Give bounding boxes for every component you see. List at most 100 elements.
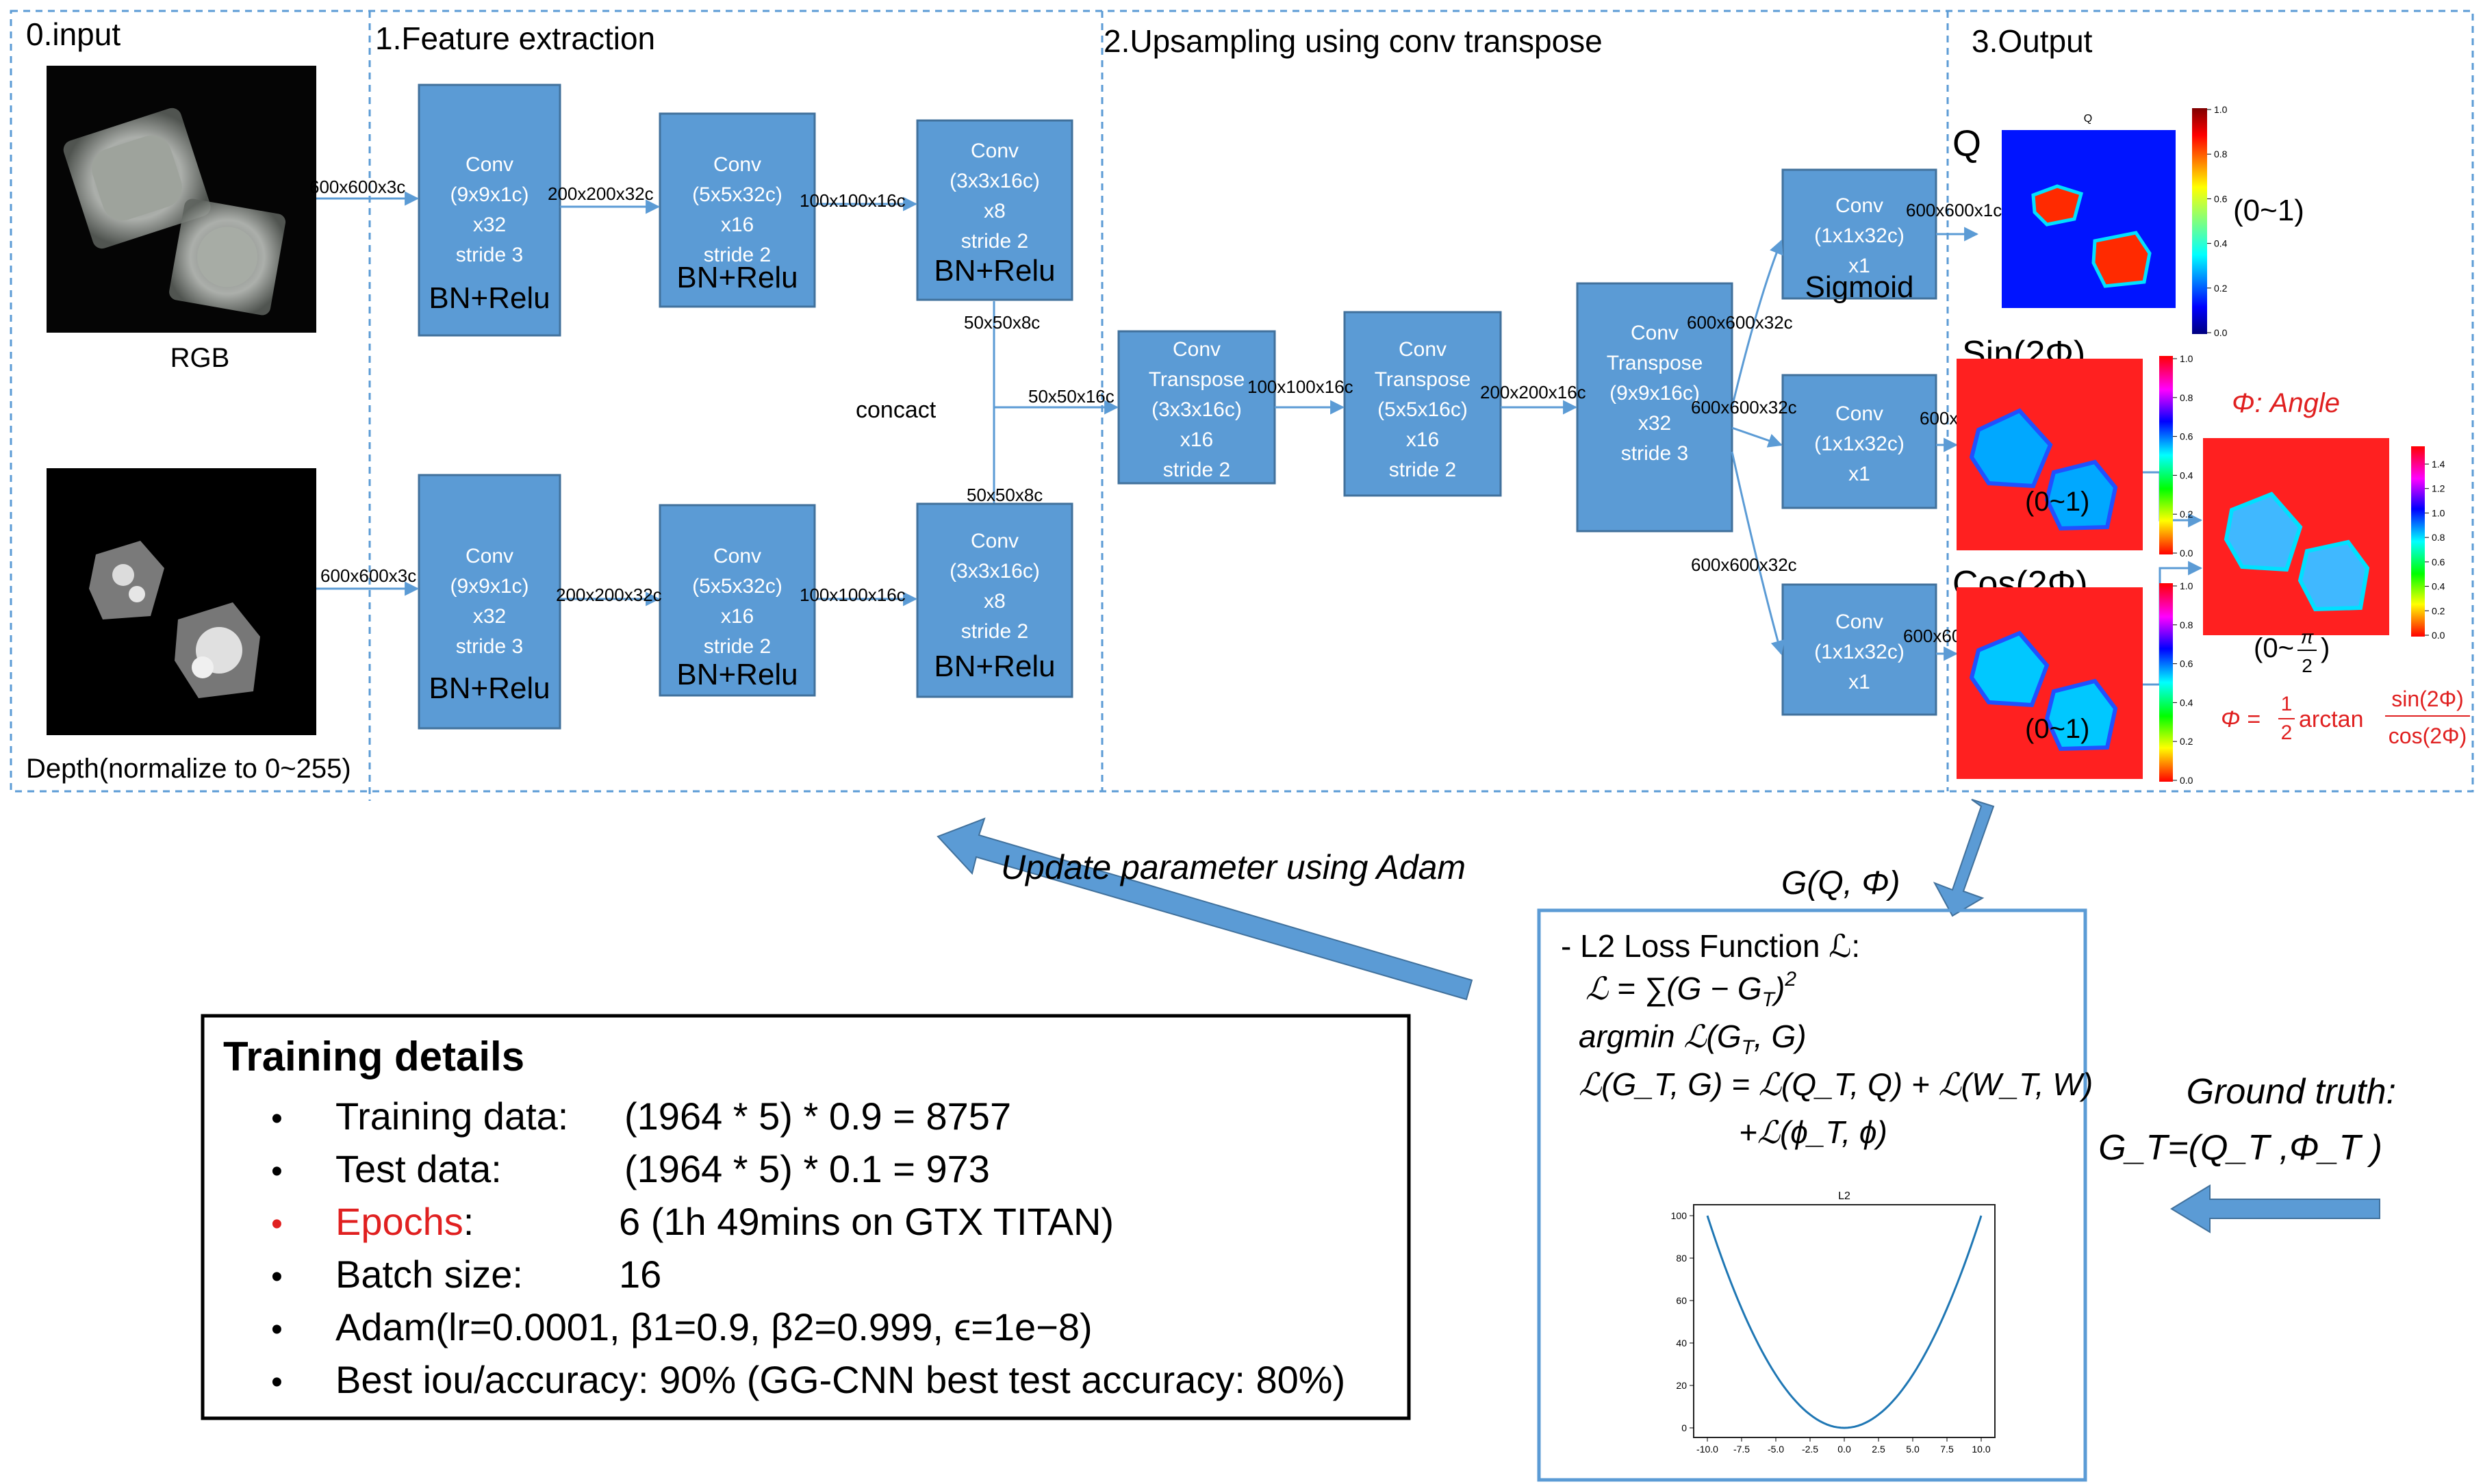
dim-q-out: 600x600x1c: [1906, 200, 2002, 220]
svg-text:): ): [2321, 633, 2330, 663]
l2-xtick-5: 2.5: [1872, 1444, 1885, 1455]
encoder-top-text-2-2: (5x5x32c): [692, 183, 782, 206]
concat-label: concact: [856, 397, 937, 423]
q-range: (0~1): [2233, 194, 2304, 227]
l2-plot-title: L2: [1838, 1190, 1850, 1202]
depth-label: Depth(normalize to 0~255): [26, 754, 351, 784]
dim-b1: 200x200x32c: [556, 585, 662, 605]
decoder-text-2-3: (5x5x16c): [1377, 398, 1468, 421]
encoder-top-text-3-2: (3x3x16c): [950, 170, 1040, 192]
dim-d3a: 600x600x32c: [1687, 312, 1793, 333]
dim-top-out: 50x50x8c: [964, 312, 1040, 333]
dim-b2: 100x100x16c: [800, 585, 906, 605]
svg-text:Φ =: Φ =: [2221, 706, 2261, 732]
encoder-bottom-box-2: [659, 504, 816, 697]
training-item-label-1: Training data:: [335, 1095, 568, 1138]
angle-colorbar-tick-0: 1.4: [2432, 459, 2445, 470]
dim-d3c: 600x600x32c: [1691, 554, 1797, 575]
section-frames: [10, 10, 2474, 801]
head-box-1: [1781, 168, 1937, 300]
encoder-top-text-1-3: x32: [473, 214, 506, 236]
dim-concat-out: 50x50x16c: [1028, 386, 1115, 407]
svg-text:arctan: arctan: [2299, 706, 2364, 732]
l2-xtick-2: -5.0: [1768, 1444, 1784, 1455]
svg-text:argmin ℒ(GT, G): argmin ℒ(GT, G): [1579, 1019, 1807, 1059]
svg-text:π: π: [2301, 626, 2315, 648]
q-colorbar-tick-3: 0.4: [2214, 238, 2228, 249]
encoder-top-text-2-1: Conv: [713, 153, 761, 176]
l2-xtick-0: -10.0: [1696, 1444, 1718, 1455]
l2-xtick-8: 10.0: [1972, 1444, 1990, 1455]
svg-text:sin(2Φ): sin(2Φ): [2391, 687, 2464, 711]
sin-colorbar-tick-4: 0.2: [2180, 509, 2193, 520]
encoder-top-activation-2: BN+Relu: [676, 261, 798, 294]
encoder-top-text-1-4: stride 3: [456, 244, 523, 266]
angle-colorbar-tick-3: 0.8: [2432, 532, 2445, 543]
sin-colorbar-tick-3: 0.4: [2180, 470, 2193, 481]
encoder-bottom-text-2-1: Conv: [713, 545, 761, 567]
decoder-text-3-2: Transpose: [1607, 352, 1703, 374]
head-text-3-1: Conv: [1835, 611, 1883, 633]
sin-colorbar-tick-0: 1.0: [2180, 353, 2193, 364]
decoder-text-1-2: Transpose: [1149, 368, 1245, 391]
dim-d1: 100x100x16c: [1247, 376, 1353, 397]
angle-colorbar-ticks: 1.41.21.00.80.60.40.20.0: [2425, 459, 2445, 641]
angle-range: (0~ π 2 ): [2254, 626, 2330, 676]
angle-colorbar-tick-2: 1.0: [2432, 507, 2445, 518]
svg-text:2: 2: [2302, 655, 2313, 676]
training-item-label-6: Best iou/accuracy: 90% (GG-CNN best test…: [335, 1358, 1345, 1401]
cos-heatmap: [1957, 587, 2143, 779]
q-label: Q: [1952, 123, 1981, 164]
update-arrow: [937, 817, 1473, 1001]
dim-rgb-in: 600x600x3c: [309, 177, 405, 197]
encoder-top-text-2-3: x16: [721, 214, 754, 236]
encoder-bottom-text-1-3: x32: [473, 605, 506, 628]
decoder-text-1-4: x16: [1180, 428, 1213, 451]
head-text-2-3: x1: [1848, 463, 1870, 485]
angle-colorbar-tick-6: 0.2: [2432, 605, 2445, 616]
q-colorbar: [2192, 108, 2207, 334]
encoder-top-text-3-1: Conv: [971, 140, 1019, 162]
encoder-top-text-2-4: stride 2: [704, 244, 771, 266]
training-item-label-2: Test data:: [335, 1147, 502, 1190]
decoder-text-1-3: (3x3x16c): [1151, 398, 1242, 421]
sin-range: (0~1): [2025, 487, 2090, 517]
angle-formula: Φ = 1 2 arctan sin(2Φ) cos(2Φ): [2221, 687, 2470, 748]
encoder-bottom-text-2-2: (5x5x32c): [692, 575, 782, 598]
head-2: Conv(1x1x32c)x1: [1781, 374, 1937, 509]
training-title: Training details: [223, 1034, 524, 1079]
dim-bottom-out: 50x50x8c: [967, 485, 1043, 505]
down-arrow-to-loss: [1933, 799, 1995, 917]
l2-ytick-3: 40: [1676, 1338, 1687, 1348]
section-feature-title: 1.Feature extraction: [375, 21, 655, 56]
cos-colorbar-tick-5: 0.0: [2180, 775, 2193, 786]
l2-xtick-4: 0.0: [1837, 1444, 1851, 1455]
encoder-bottom-activation-3: BN+Relu: [934, 650, 1055, 683]
loss-box: [1537, 908, 2087, 1482]
l2-ytick-5: 0: [1681, 1422, 1687, 1433]
flow-arrows: [316, 191, 2203, 686]
head-text-1-2: (1x1x32c): [1814, 225, 1905, 247]
decoder-text-3-4: x32: [1638, 412, 1671, 435]
encoder-top-text-3-3: x8: [984, 200, 1006, 222]
training-item-value-2: (1964 * 5) * 0.1 = 973: [624, 1147, 990, 1190]
cos-colorbar-tick-4: 0.2: [2180, 736, 2193, 747]
q-plot-title: Q: [2084, 113, 2092, 125]
decoder-text-2-5: stride 2: [1389, 459, 1456, 481]
l2-xtick-7: 7.5: [1940, 1444, 1954, 1455]
q-colorbar-tick-5: 0.0: [2214, 327, 2228, 338]
encoder-bottom-activation-2: BN+Relu: [676, 658, 798, 691]
training-bullet-1: •: [271, 1101, 283, 1137]
rgb-label: RGB: [170, 343, 230, 373]
cos-colorbar-tick-0: 1.0: [2180, 580, 2193, 591]
sin-heatmap: [1957, 359, 2143, 550]
q-colorbar-tick-4: 0.2: [2214, 283, 2228, 294]
angle-colorbar-tick-4: 0.6: [2432, 556, 2445, 567]
encoder-top-text-1-1: Conv: [466, 153, 513, 176]
head-box-2: [1781, 374, 1937, 509]
decoder-text-3-1: Conv: [1631, 322, 1679, 344]
decoder-text-2-2: Transpose: [1375, 368, 1471, 391]
